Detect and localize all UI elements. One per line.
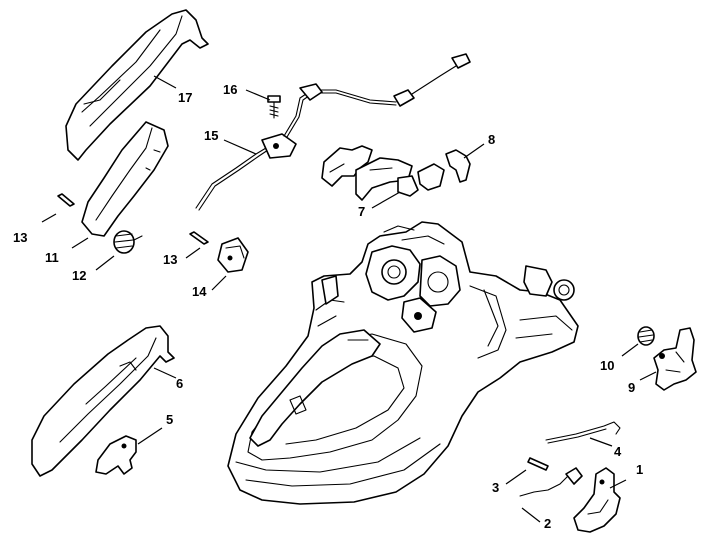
part-13-pin-right: [189, 231, 209, 245]
part-3-pin: [527, 457, 549, 471]
part-10-spring: [637, 326, 655, 346]
part-2-spring: [519, 467, 583, 497]
callout-7: 7: [358, 204, 365, 219]
part-4-rod: [545, 421, 621, 444]
callout-5: 5: [166, 412, 173, 427]
callout-16: 16: [223, 82, 237, 97]
part-7-trigger: [321, 145, 445, 201]
callout-12: 12: [72, 268, 86, 283]
part-12-spring: [113, 230, 143, 254]
part-6-handle-cover: [31, 325, 175, 477]
callout-9: 9: [628, 380, 635, 395]
callout-8: 8: [488, 132, 495, 147]
callout-14: 14: [192, 284, 207, 299]
part-17-handle-cover: [65, 9, 209, 161]
part-15-throttle-rod: [195, 133, 297, 211]
callout-15: 15: [204, 128, 218, 143]
callout-13-right: 13: [163, 252, 177, 267]
part-14-block: [217, 237, 249, 273]
part-8-lever: [445, 149, 471, 183]
part-9-lockout: [653, 327, 697, 391]
callout-6: 6: [176, 376, 183, 391]
leader-lines: [41, 75, 657, 523]
callout-13-left: 13: [13, 230, 27, 245]
part-1-trigger: [573, 467, 621, 533]
throttle-cable: [283, 53, 471, 138]
callout-2: 2: [544, 516, 551, 531]
callout-3: 3: [492, 480, 499, 495]
callout-4: 4: [614, 444, 622, 459]
callout-10: 10: [600, 358, 614, 373]
part-16-screw: [267, 95, 281, 119]
part-13-pin-left: [57, 193, 75, 207]
part-11-grip: [81, 121, 169, 237]
part-5-lever: [95, 435, 137, 475]
callout-11: 11: [45, 250, 59, 265]
callout-1: 1: [636, 462, 643, 477]
callout-labels: 17 16 15 8 7 13 11 12 13 14 6 5 10 9 4 1…: [13, 82, 643, 531]
callout-17: 17: [178, 90, 192, 105]
main-housing: [227, 221, 579, 505]
